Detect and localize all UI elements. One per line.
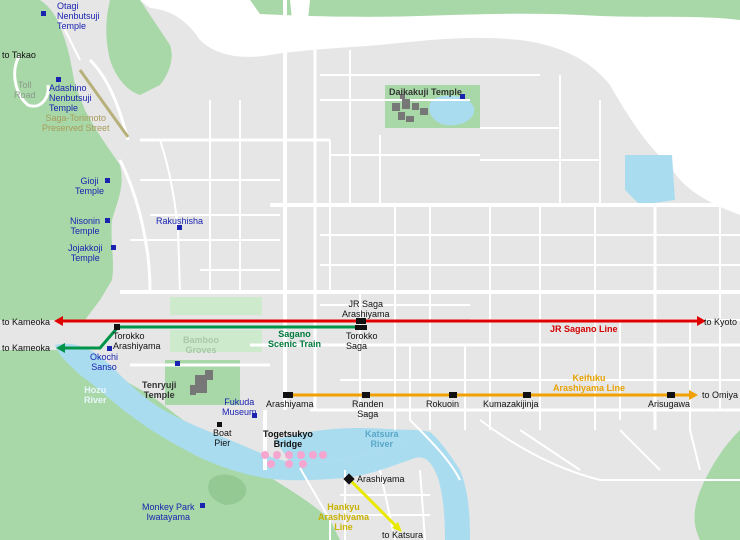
sagano-scenic-line: [62, 325, 365, 350]
label-nisonin-temple: Nisonin Temple: [70, 216, 101, 236]
label-arisugawa: Arisugawa: [648, 399, 691, 409]
label-adashino-temple: Adashino Nenbutsuji Temple: [49, 83, 92, 113]
label-to-kyoto: to Kyoto: [704, 317, 738, 327]
label-to-katsura: to Katsura: [382, 530, 424, 540]
label-randen-saga: Randen Saga: [352, 399, 384, 419]
label-arashiyama-keifuku: Arashiyama: [266, 399, 314, 409]
osawa-pond: [429, 95, 475, 126]
boat-pier-marker: [217, 422, 222, 427]
daikakuji-buildings: [392, 99, 428, 122]
label-rakushisha: Rakushisha: [156, 216, 204, 226]
label-okochi-sanso: Okochi Sanso: [90, 352, 119, 372]
label-to-omiya: to Omiya: [702, 390, 739, 400]
label-keifuku-line: Keifuku Arashiyama Line: [553, 373, 626, 393]
label-sagano-scenic-train: Sagano Scenic Train: [268, 329, 322, 349]
label-kumazakijinja: Kumazakijinja: [483, 399, 539, 409]
label-jojakkoji-temple: Jojakkoji Temple: [68, 243, 103, 263]
label-gioji-temple: Gioji Temple: [75, 176, 105, 196]
northeast-hills: [250, 0, 740, 20]
hankyu-south-arrow: [392, 522, 402, 532]
label-to-kameoka-scenic: to Kameoka: [2, 343, 51, 353]
southeast-park: [694, 430, 740, 540]
label-hozu-river: Hozu River: [84, 385, 107, 405]
label-torokko-saga: Torokko Saga: [346, 331, 378, 351]
keifuku-east-arrow: [689, 390, 698, 400]
southwest-mountain: [0, 350, 340, 540]
label-to-kameoka-jr: to Kameoka: [2, 317, 51, 327]
label-arashiyama-hankyu: Arashiyama: [357, 474, 405, 484]
label-daikakuji-temple: Daikakuji Temple: [389, 87, 462, 97]
cherry-blossom-icons: [261, 451, 327, 468]
northwest-forest: [0, 0, 122, 320]
jr-east-arrow: [697, 316, 706, 326]
tenryuji-buildings: [190, 370, 213, 395]
hosawa-pond: [625, 155, 675, 205]
scenic-west-arrow: [56, 343, 65, 353]
label-boat-pier: Boat Pier: [213, 428, 232, 448]
temple-markers: [41, 11, 465, 508]
road-network: [13, 0, 740, 540]
north-forest: [106, 0, 172, 95]
label-rokuoin: Rokuoin: [426, 399, 460, 409]
label-katsura-river: Katsura River: [365, 429, 399, 449]
label-hankyu-line: Hankyu Arashiyama Line: [318, 502, 370, 532]
label-to-takao: to Takao: [2, 50, 36, 60]
label-togetsukyo-bridge: Togetsukyo Bridge: [263, 429, 313, 449]
label-jr-sagano-line: JR Sagano Line: [550, 324, 618, 334]
label-otagi-temple: Otagi Nenbutsuji Temple: [57, 1, 100, 31]
label-toll-road: Toll Road: [14, 80, 36, 100]
label-monkey-park: Monkey Park Iwatayama: [142, 502, 195, 522]
label-jr-saga-arashiyama: JR Saga Arashiyama: [342, 299, 390, 319]
hozu-katsura-river: [55, 343, 470, 540]
label-bamboo-groves: Bamboo Groves: [183, 335, 219, 355]
label-tenryuji-temple: Tenryuji Temple: [142, 380, 177, 400]
label-saga-toriimoto: Saga-Toriimoto Preserved Street: [42, 113, 110, 133]
jr-west-arrow: [54, 316, 63, 326]
label-torokko-arashiyama: Torokko Arashiyama: [113, 331, 161, 351]
bamboo-grove-area: [170, 297, 262, 315]
label-fukuda-museum: Fukuda Museum: [222, 397, 257, 417]
hankyu-line: [348, 478, 400, 530]
saga-toriimoto-street: [78, 69, 130, 138]
station-markers: [114, 318, 675, 485]
